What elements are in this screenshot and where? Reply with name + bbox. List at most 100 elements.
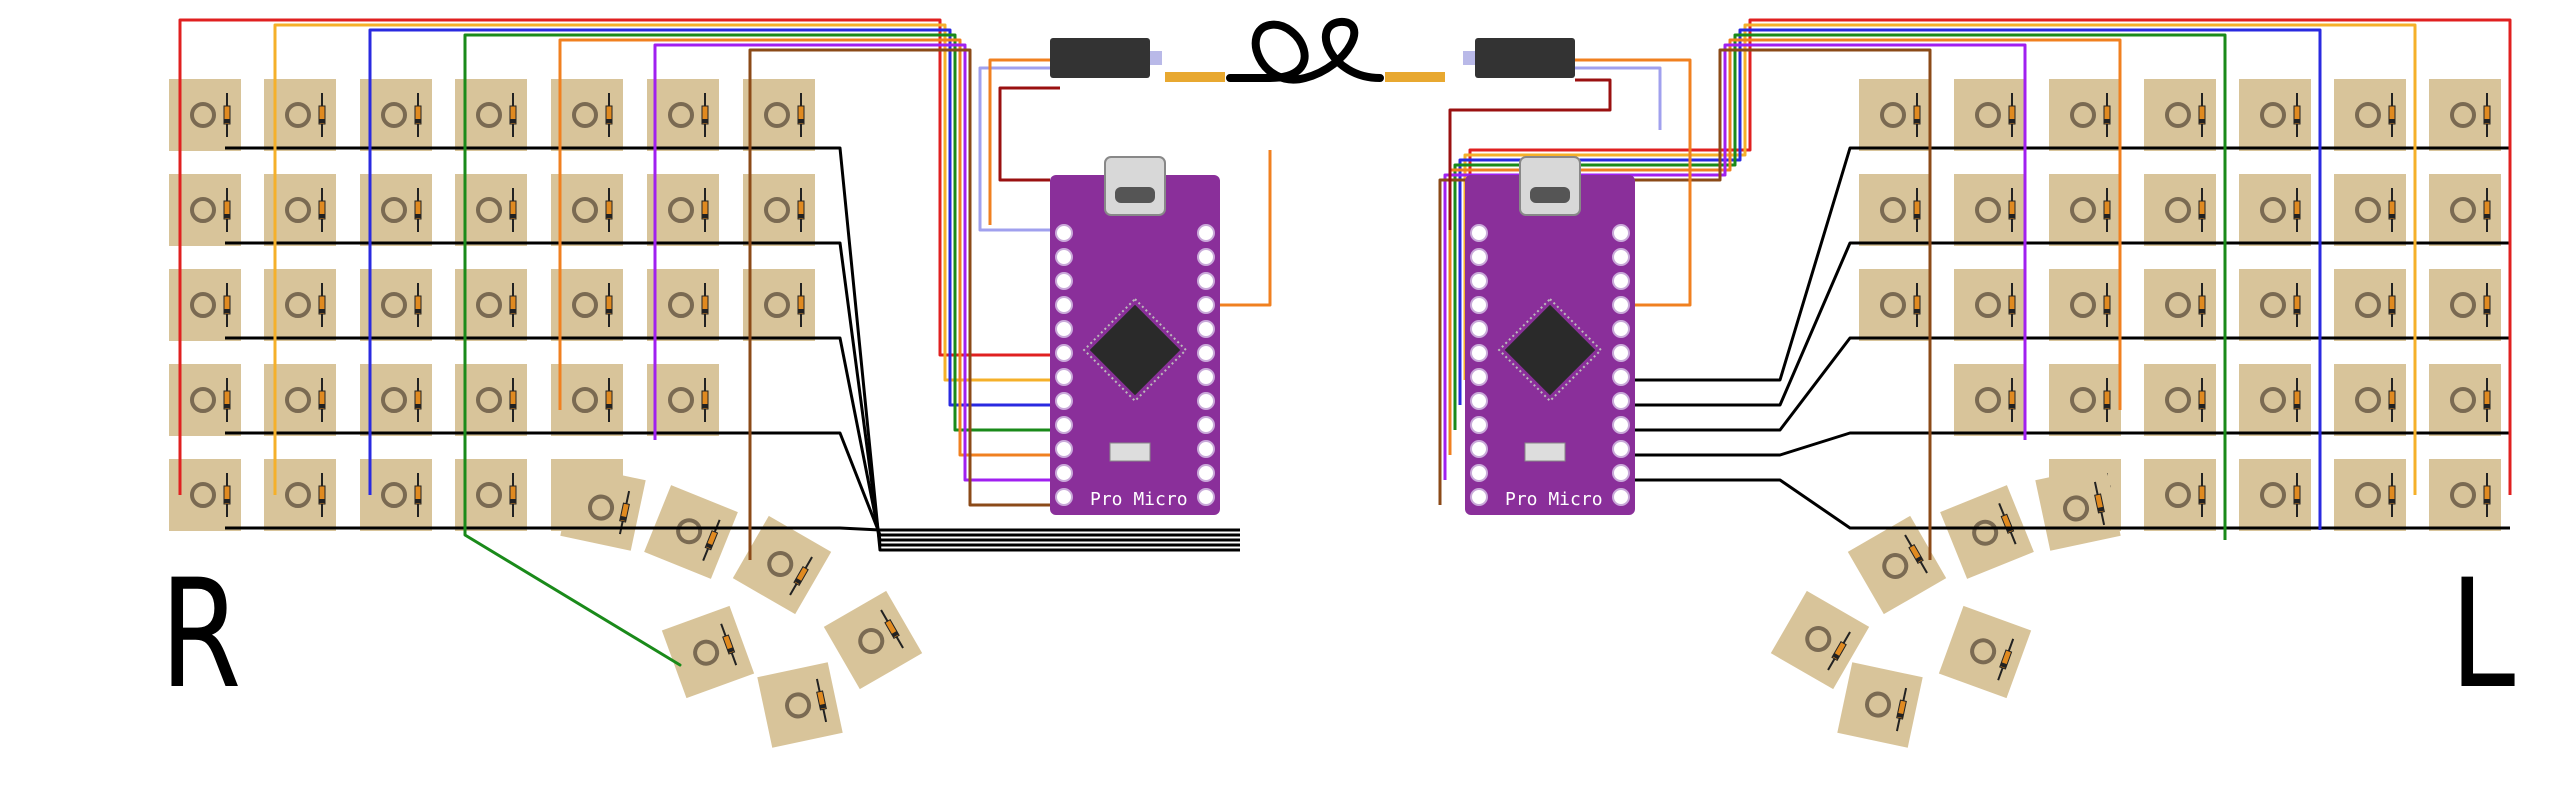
pro-micro-board: Pro Micro	[1050, 156, 1220, 515]
key-switch-icon	[455, 459, 527, 531]
switch-contact	[2355, 197, 2381, 223]
switch-contact	[1975, 387, 2001, 413]
diode-icon	[789, 556, 813, 596]
wire	[748, 48, 1050, 560]
key-switch-icon	[2239, 269, 2311, 341]
diode-icon	[797, 188, 805, 232]
trrs-jack-icon	[1463, 38, 1575, 78]
key-pad	[2035, 465, 2121, 551]
diode-icon	[223, 93, 231, 137]
diode-icon	[318, 188, 326, 232]
wire	[225, 526, 1240, 532]
left-half-keys	[1770, 79, 2501, 748]
pin	[1470, 416, 1488, 434]
wire	[225, 241, 1240, 547]
pin	[1612, 416, 1630, 434]
diode-icon	[2103, 378, 2111, 422]
switch-contact	[190, 197, 216, 223]
switch-contact	[476, 292, 502, 318]
diode-icon	[2198, 473, 2206, 517]
key-switch-icon	[2035, 465, 2121, 551]
switch-contact	[2070, 197, 2096, 223]
wire	[178, 18, 1050, 495]
key-pad	[823, 590, 923, 690]
diode-icon	[605, 378, 613, 422]
pin	[1612, 272, 1630, 290]
wire	[1620, 241, 2510, 407]
key-switch-icon	[644, 485, 738, 579]
pin	[1055, 296, 1073, 314]
diode-icon	[318, 283, 326, 327]
diode-icon	[223, 188, 231, 232]
key-switch-icon	[2429, 459, 2501, 531]
wire	[1443, 43, 2027, 480]
switch-contact	[668, 102, 694, 128]
diode-icon	[509, 378, 517, 422]
key-switch-icon	[647, 174, 719, 246]
wire	[273, 23, 1050, 495]
switch-contact	[190, 482, 216, 508]
diode-icon	[2388, 283, 2396, 327]
wire	[1453, 33, 2227, 540]
diode-icon	[2008, 93, 2016, 137]
key-switch-icon	[2144, 364, 2216, 436]
diode-icon	[318, 378, 326, 422]
key-switch-icon	[1859, 174, 1931, 246]
switch-contact	[1880, 102, 1906, 128]
pin	[1055, 440, 1073, 458]
diode-icon	[1904, 534, 1928, 574]
key-switch-icon	[1954, 269, 2026, 341]
wire	[225, 146, 1240, 552]
switch-contact	[668, 387, 694, 413]
key-switch-icon	[1954, 79, 2026, 151]
switch-contact	[2070, 292, 2096, 318]
pin	[1197, 320, 1215, 338]
pin	[1470, 464, 1488, 482]
key-switch-icon	[560, 465, 646, 551]
switch-contact	[764, 292, 790, 318]
key-switch-icon	[823, 590, 923, 690]
diode-icon	[2483, 188, 2491, 232]
switch-contact	[668, 292, 694, 318]
key-switch-icon	[2144, 174, 2216, 246]
key-switch-icon	[551, 174, 623, 246]
key-switch-icon	[2429, 364, 2501, 436]
cable-loop	[1226, 18, 1384, 84]
pin	[1612, 344, 1630, 362]
diode-icon	[2388, 93, 2396, 137]
pin	[1470, 224, 1488, 242]
pin	[1612, 440, 1630, 458]
trrs-cable-icon	[1050, 18, 1575, 84]
diode-icon	[2293, 93, 2301, 137]
key-switch-icon	[360, 364, 432, 436]
key-switch-icon	[2239, 79, 2311, 151]
key-pad	[1770, 590, 1870, 690]
wire	[1575, 66, 1662, 130]
switch-contact	[1865, 691, 1892, 718]
diode-icon	[414, 283, 422, 327]
switch-contact	[764, 102, 790, 128]
switch-contact	[1880, 292, 1906, 318]
wire	[1620, 478, 2510, 530]
pin	[1470, 488, 1488, 506]
diode-icon	[223, 473, 231, 517]
diode-icon	[223, 283, 231, 327]
right-half-label: R	[160, 548, 242, 722]
diode-icon	[2483, 93, 2491, 137]
key-switch-icon	[2049, 364, 2121, 436]
pin	[1197, 248, 1215, 266]
pin	[1197, 488, 1215, 506]
switch-contact	[2063, 495, 2090, 522]
diode-icon	[509, 93, 517, 137]
switch-contact	[2450, 482, 2476, 508]
pin	[1612, 464, 1630, 482]
switch-contact	[2450, 387, 2476, 413]
switch-contact	[1805, 626, 1832, 652]
diode-icon	[509, 473, 517, 517]
pin	[1197, 224, 1215, 242]
switch-contact	[2450, 102, 2476, 128]
diode-icon	[2483, 473, 2491, 517]
diode-icon	[1913, 93, 1921, 137]
key-pad	[661, 605, 755, 699]
